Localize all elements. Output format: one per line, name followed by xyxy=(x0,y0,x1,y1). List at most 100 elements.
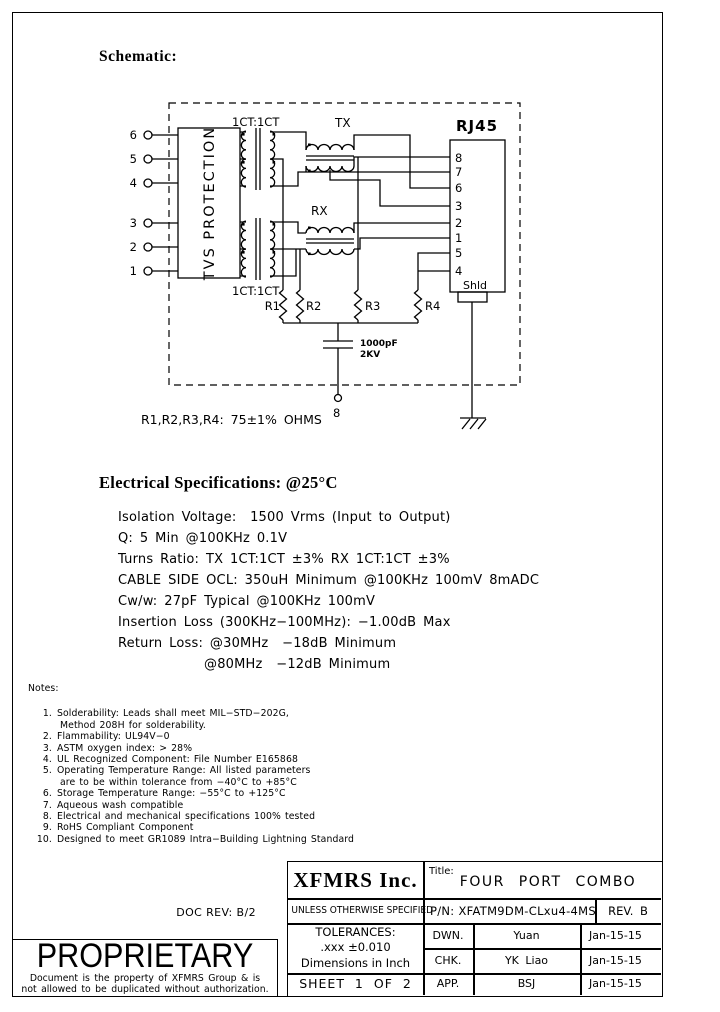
drawn-date: Jan-15-15 xyxy=(589,929,642,942)
polarity-dots xyxy=(242,133,311,256)
title-block-line xyxy=(423,948,661,950)
dashed-boundary xyxy=(168,102,521,386)
cap-rating-label: 2KV xyxy=(360,350,380,360)
spec-insertion-loss: Insertion Loss (300KHz−100MHz): −1.00dB … xyxy=(118,615,451,630)
spec-q: Q: 5 Min @100KHz 0.1V xyxy=(118,531,288,546)
part-number: P/N: XFATM9DM-CLxu4-4MS xyxy=(430,904,596,918)
spec-isolation-voltage: Isolation Voltage: 1500 Vrms (Input to O… xyxy=(118,510,451,525)
rj45-pin-3: 3 xyxy=(455,199,462,213)
note-text: RoHS Compliant Component xyxy=(57,822,194,834)
tx-core xyxy=(306,155,354,161)
title-block-line xyxy=(288,898,661,900)
proprietary-heading: PROPRIETARY xyxy=(36,937,254,975)
title-block-line xyxy=(423,862,425,995)
tvs-label: TVS PROTECTION xyxy=(202,126,218,281)
rj45-pin-5: 5 xyxy=(455,246,462,260)
center-tap-terminal xyxy=(333,393,343,403)
sheet-number: SHEET 1 OF 2 xyxy=(299,976,412,991)
note-number: 4. xyxy=(42,754,52,766)
input-pin-terminals xyxy=(143,130,153,276)
note-item-3: 3.ASTM oxygen index: > 28% xyxy=(28,743,358,754)
input-pin-label-5: 5 xyxy=(130,152,137,166)
drawing-title: FOUR PORT COMBO xyxy=(459,874,637,890)
tx-bottom-winding xyxy=(305,165,355,173)
note-text: Aqueous wash compatible xyxy=(57,799,184,811)
note-item-1: 1.Solderability: Leads shall meet MIL−ST… xyxy=(28,708,358,719)
r4-label: R4 xyxy=(425,299,440,313)
spec-return-loss-80: @80MHz −12dB Minimum xyxy=(204,657,391,672)
title-block: XFMRS Inc. Title: FOUR PORT COMBO UNLESS… xyxy=(287,861,663,997)
t1-left-stubs xyxy=(240,131,246,187)
resistor-r2 xyxy=(295,289,305,321)
proprietary-text-line1: Document is the property of XFMRS Group … xyxy=(29,973,261,984)
resistor-note: R1,R2,R3,R4: 75±1% OHMS xyxy=(141,412,322,427)
tx-top-winding xyxy=(305,143,355,151)
capacitor xyxy=(323,323,353,394)
tx-label: TX xyxy=(334,116,351,130)
t2-left-stubs xyxy=(240,221,246,277)
resistor-r4 xyxy=(413,289,423,321)
center-tap-pin-label: 8 xyxy=(333,406,340,420)
note-item-4: 4. UL Recognized Component: File Number E… xyxy=(28,754,358,765)
note-text: Solderability: Leads shall meet MIL−STD−… xyxy=(57,708,289,720)
schematic-drawing: 6 5 4 3 2 1 TVS PROTECTION 1CT:1CT 1CT:1… xyxy=(130,102,521,430)
rj45-pin-7: 7 xyxy=(455,165,462,179)
note-number: 5. xyxy=(42,765,52,777)
note-text: Electrical and mechanical specifications… xyxy=(57,811,316,823)
resistor-r1 xyxy=(278,289,288,321)
approved-label: APP. xyxy=(436,977,460,990)
tolerance-value: .xxx ±0.010 xyxy=(320,940,391,954)
drawn-label: DWN. xyxy=(432,929,464,942)
note-text: UL Recognized Component: File Number E16… xyxy=(57,754,298,766)
dimensions-note: Dimensions in Inch xyxy=(300,956,411,970)
note-item-9: 9. RoHS Compliant Component xyxy=(28,822,358,833)
doc-rev: DOC REV: B/2 xyxy=(176,906,256,919)
input-pin-label-4: 4 xyxy=(130,176,137,190)
note-number: 2. xyxy=(42,731,52,743)
input-pin-label-1: 1 xyxy=(130,264,137,278)
revision: REV. B xyxy=(608,904,648,918)
spec-ocl: CABLE SIDE OCL: 350uH Minimum @100KHz 10… xyxy=(118,573,540,588)
input-pin-label-2: 2 xyxy=(130,240,137,254)
input-pin-leads xyxy=(152,134,178,272)
input-pin-label-3: 3 xyxy=(130,216,137,230)
r2-label: R2 xyxy=(306,299,321,313)
approved-date: Jan-15-15 xyxy=(589,977,642,990)
schematic-heading: Schematic: xyxy=(99,48,178,65)
rj45-pin-1: 1 xyxy=(455,231,462,245)
electrical-specs-heading: Electrical Specifications: @25°C xyxy=(99,473,338,492)
resistor-r3 xyxy=(353,289,363,321)
spec-turns-ratio: Turns Ratio: TX 1CT:1CT ±3% RX 1CT:1CT ±… xyxy=(118,552,450,567)
proprietary-box: PROPRIETARY Document is the property of … xyxy=(12,937,278,997)
wires xyxy=(270,131,450,290)
electrical-specs: Isolation Voltage: 1500 Vrms (Input to O… xyxy=(118,507,558,675)
title-block-line xyxy=(580,923,582,995)
checked-date: Jan-15-15 xyxy=(589,954,642,967)
note-text: Designed to meet GR1089 Intra−Building L… xyxy=(57,833,355,845)
note-number: 9. xyxy=(42,822,52,834)
approved-name: BSJ xyxy=(517,977,536,990)
earth-ground-icon xyxy=(460,417,487,430)
title-block-line xyxy=(595,898,597,923)
note-item-5: 5.Operating Temperature Range: All liste… xyxy=(28,765,358,776)
note-text: Flammability: UL94V−0 xyxy=(57,731,170,743)
notes-section: Notes: 1.Solderability: Leads shall meet… xyxy=(28,683,358,845)
checked-label: CHK. xyxy=(434,954,462,967)
r3-label: R3 xyxy=(365,299,380,313)
note-number: 7. xyxy=(42,799,52,811)
cap-value-label: 1000pF xyxy=(360,339,398,349)
note-text: Storage Temperature Range: −55°C to +125… xyxy=(57,788,286,800)
note-item-2: 2. Flammability: UL94V−0 xyxy=(28,731,358,742)
t2-ratio-label: 1CT:1CT xyxy=(232,284,280,298)
rj45-label: RJ45 xyxy=(456,117,498,135)
note-number: 3. xyxy=(42,742,52,754)
input-pin-label-6: 6 xyxy=(130,128,137,142)
rx-bottom-winding xyxy=(305,248,355,256)
rx-core xyxy=(306,238,354,244)
note-number: 6. xyxy=(42,788,52,800)
rj45-pin-8: 8 xyxy=(455,151,462,165)
shield-label: Shld xyxy=(463,279,487,292)
title-block-line xyxy=(473,923,475,995)
drawn-name: Yuan xyxy=(513,929,540,942)
